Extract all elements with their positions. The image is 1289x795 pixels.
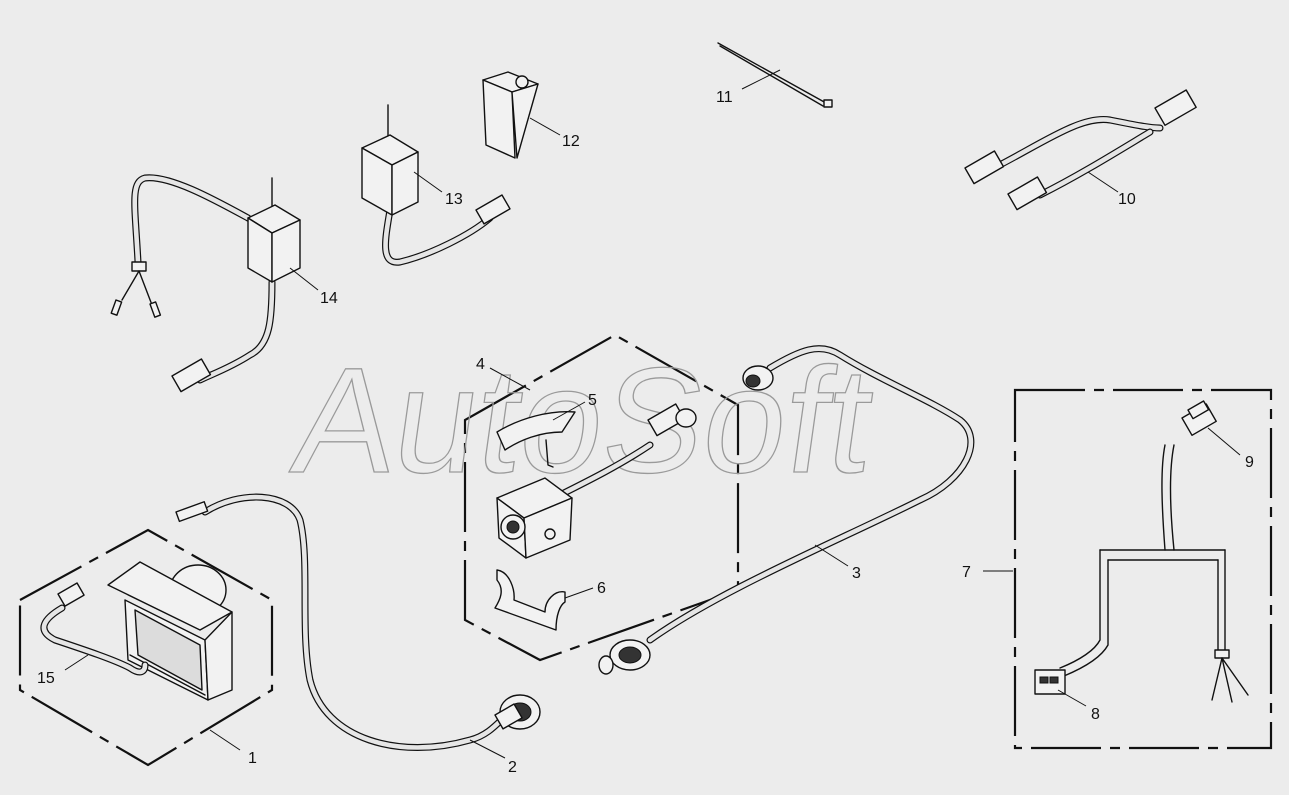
callout-8: 8	[1091, 706, 1100, 723]
callout-2: 2	[508, 759, 517, 776]
callout-9: 9	[1245, 454, 1254, 471]
callout-4: 4	[476, 356, 485, 373]
cable-3	[598, 345, 975, 675]
group-box-monitor	[18, 528, 274, 767]
camera-body	[496, 477, 573, 559]
monitor	[107, 561, 233, 701]
y-cable-10	[964, 89, 1197, 211]
cable-tie-11	[717, 42, 833, 108]
group-box-harness	[1013, 388, 1273, 750]
callouts: 1 2 3 4 5 6 7 8 9 10 11 12 13 14 15	[37, 89, 1254, 776]
bracket-12	[482, 71, 539, 159]
cable-15	[40, 582, 149, 676]
camera-cable	[556, 403, 697, 499]
callout-14: 14	[320, 290, 338, 307]
callout-3: 3	[852, 565, 861, 582]
receiver-14	[110, 174, 301, 393]
callout-10: 10	[1118, 191, 1136, 208]
harness-7	[1034, 400, 1249, 703]
callout-11: 11	[716, 89, 733, 106]
camera-bracket-6	[494, 569, 566, 631]
callout-15: 15	[37, 670, 55, 687]
callout-1: 1	[248, 750, 257, 767]
callout-7: 7	[962, 564, 971, 581]
camera-bracket-4	[496, 410, 576, 468]
callout-6: 6	[597, 580, 606, 597]
leader-lines	[64, 69, 1241, 759]
callout-5: 5	[588, 392, 597, 409]
callout-12: 12	[562, 133, 580, 150]
transmitter-13	[361, 104, 511, 266]
watermark: AutoSoft	[284, 337, 883, 504]
callout-13: 13	[445, 191, 463, 208]
